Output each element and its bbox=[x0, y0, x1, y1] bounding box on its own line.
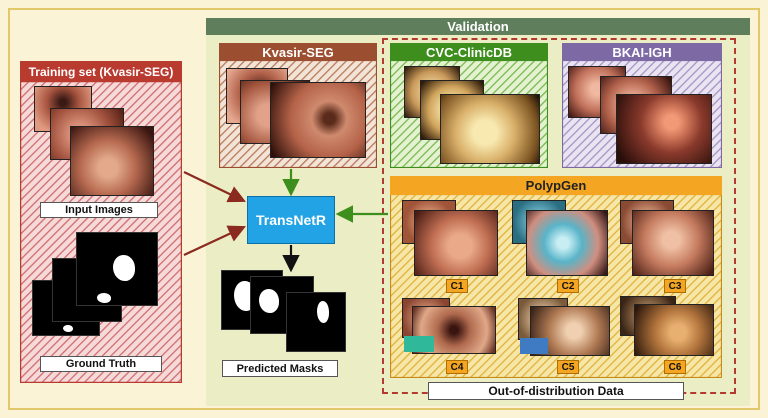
ood-label: Out-of-distribution Data bbox=[428, 382, 684, 400]
pred-mask-3 bbox=[286, 292, 346, 352]
cvc-image-3 bbox=[440, 94, 540, 164]
c4-overlay bbox=[404, 336, 434, 352]
transnetr-box: TransNetR bbox=[247, 196, 335, 244]
input-images-label: Input Images bbox=[40, 202, 158, 218]
center-tag-c6: C6 bbox=[664, 360, 686, 374]
c5-overlay bbox=[520, 338, 548, 354]
c1-image bbox=[414, 210, 498, 276]
c3-image bbox=[632, 210, 714, 276]
center-tag-c2: C2 bbox=[557, 279, 579, 293]
center-tag-c1: C1 bbox=[446, 279, 468, 293]
predicted-masks-label: Predicted Masks bbox=[222, 360, 338, 377]
outer-frame bbox=[8, 8, 760, 410]
center-tag-c3: C3 bbox=[664, 279, 686, 293]
center-tag-c5: C5 bbox=[557, 360, 579, 374]
kvasir-header: Kvasir-SEG bbox=[219, 43, 377, 61]
arrow-right-icon bbox=[183, 225, 246, 256]
ground-truth-label: Ground Truth bbox=[40, 356, 162, 372]
cvc-header: CVC-ClinicDB bbox=[390, 43, 548, 61]
validation-title: Validation bbox=[206, 18, 750, 35]
kvasir-image-3 bbox=[270, 82, 366, 158]
center-tag-c4: C4 bbox=[446, 360, 468, 374]
c6-image bbox=[634, 304, 714, 356]
bkai-image-3 bbox=[616, 94, 712, 164]
training-image-3 bbox=[70, 126, 154, 196]
gt-mask-1 bbox=[76, 232, 158, 306]
polypgen-header: PolypGen bbox=[390, 176, 722, 195]
arrow-right-icon bbox=[183, 171, 246, 203]
training-title: Training set (Kvasir-SEG) bbox=[20, 61, 182, 82]
bkai-header: BKAI-IGH bbox=[562, 43, 722, 61]
c2-image bbox=[526, 210, 608, 276]
